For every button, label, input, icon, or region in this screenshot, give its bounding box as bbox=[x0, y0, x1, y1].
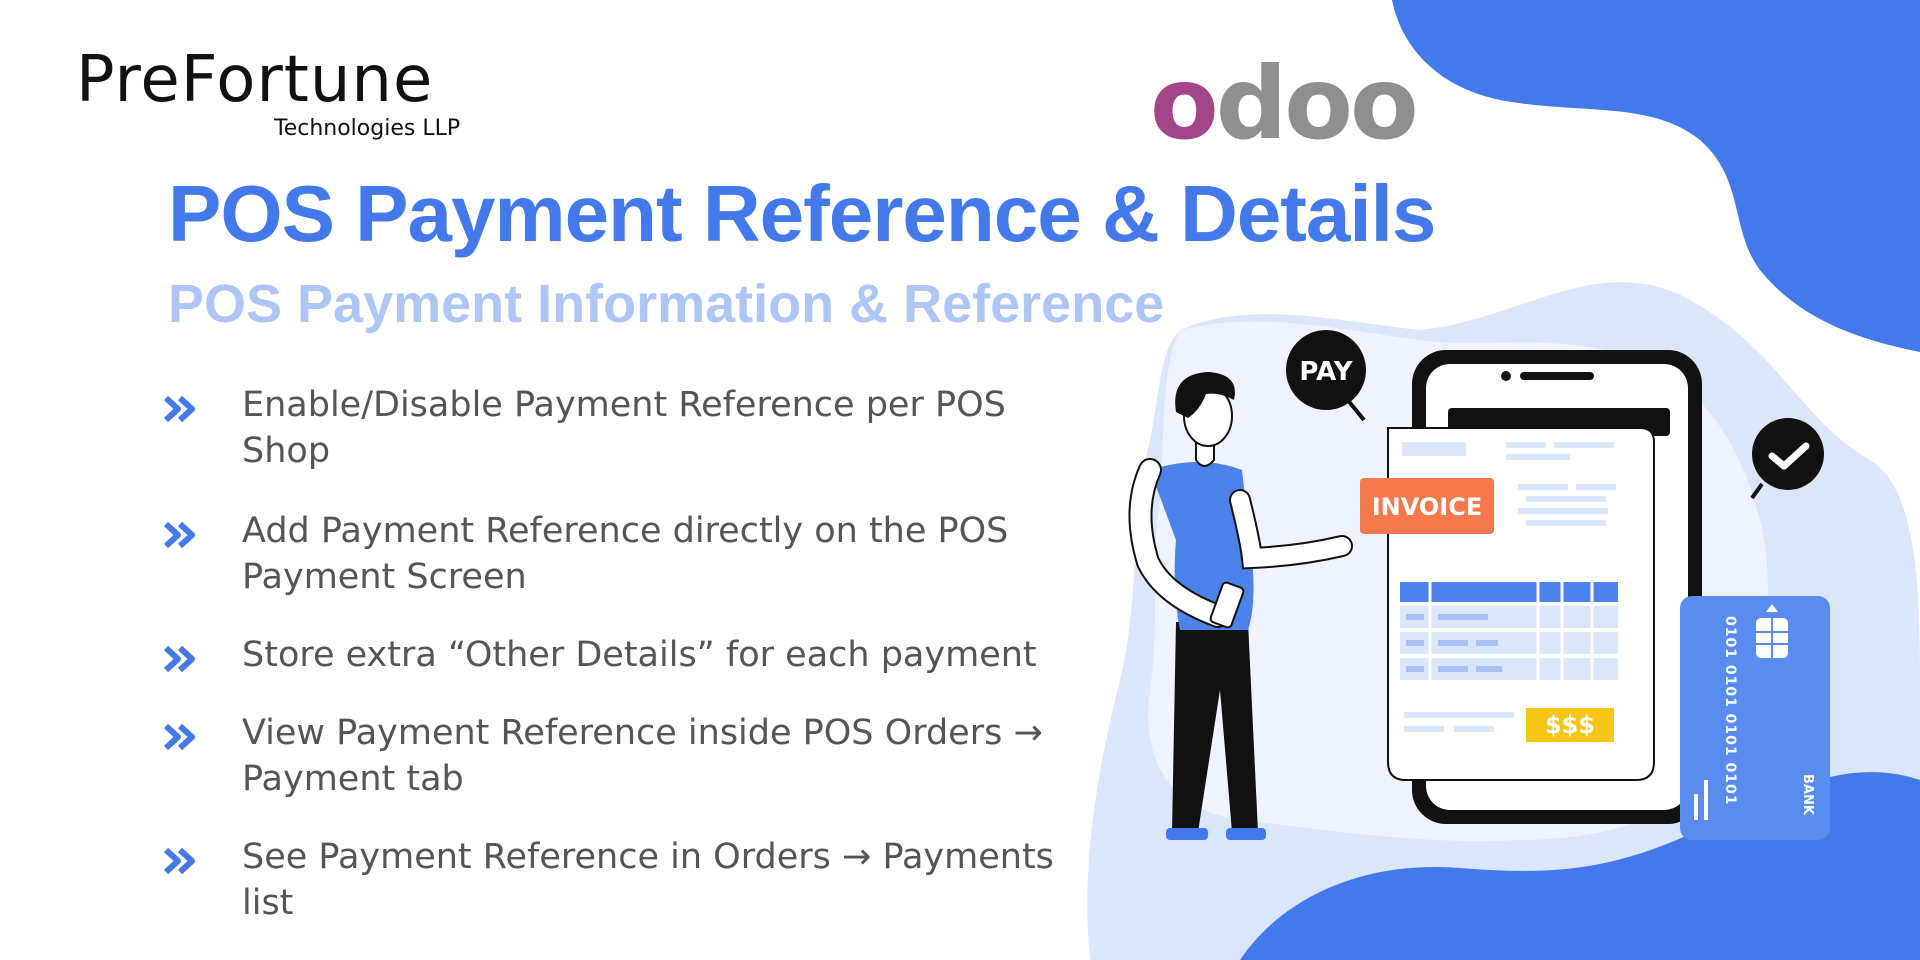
feature-item: Enable/Disable Payment Reference per POS… bbox=[164, 382, 1102, 474]
odoo-logo-rest: doo bbox=[1215, 45, 1419, 162]
feature-item: View Payment Reference inside POS Orders… bbox=[164, 710, 1102, 802]
feature-text: Enable/Disable Payment Reference per POS… bbox=[242, 385, 1006, 471]
page-subtitle: POS Payment Information & Reference bbox=[168, 274, 1165, 334]
company-logo: PreFortune Technologies LLP bbox=[76, 44, 476, 144]
odoo-logo: odoo bbox=[1150, 54, 1419, 154]
double-chevron-icon bbox=[164, 848, 195, 874]
feature-text: View Payment Reference inside POS Orders… bbox=[242, 713, 1043, 799]
card-bank-label: BANK bbox=[1800, 774, 1815, 816]
feature-text: Add Payment Reference directly on the PO… bbox=[242, 511, 1009, 597]
odoo-logo-first: o bbox=[1150, 45, 1219, 162]
double-chevron-icon bbox=[164, 522, 195, 548]
top-right-blue-blob bbox=[1392, 0, 1920, 352]
feature-text: Store extra “Other Details” for each pay… bbox=[242, 635, 1037, 675]
payment-illustration: $$$ INVOICE PAY 01 bbox=[1128, 330, 1830, 840]
feature-item: See Payment Reference in Orders → Paymen… bbox=[164, 834, 1102, 926]
double-chevron-icon bbox=[164, 646, 195, 672]
double-chevron-icon bbox=[164, 724, 195, 750]
company-subname: Technologies LLP bbox=[274, 116, 461, 141]
feature-text: See Payment Reference in Orders → Paymen… bbox=[242, 837, 1054, 923]
double-chevron-icon bbox=[164, 396, 195, 422]
feature-item: Add Payment Reference directly on the PO… bbox=[164, 508, 1102, 600]
invoice-tag: INVOICE bbox=[1360, 478, 1494, 534]
pay-label: PAY bbox=[1299, 357, 1353, 387]
check-badge bbox=[1750, 418, 1824, 500]
amount-label: $$$ bbox=[1545, 711, 1595, 739]
person-illustration bbox=[1128, 372, 1353, 840]
bank-card: 0101 0101 0101 0101 BANK bbox=[1680, 596, 1830, 840]
company-name: PreFortune bbox=[76, 43, 434, 117]
pay-badge: PAY bbox=[1286, 330, 1366, 422]
card-number: 0101 0101 0101 0101 bbox=[1722, 616, 1738, 805]
page-title: POS Payment Reference & Details bbox=[168, 169, 1436, 258]
feature-item: Store extra “Other Details” for each pay… bbox=[164, 632, 1102, 678]
invoice-label: INVOICE bbox=[1372, 493, 1483, 521]
